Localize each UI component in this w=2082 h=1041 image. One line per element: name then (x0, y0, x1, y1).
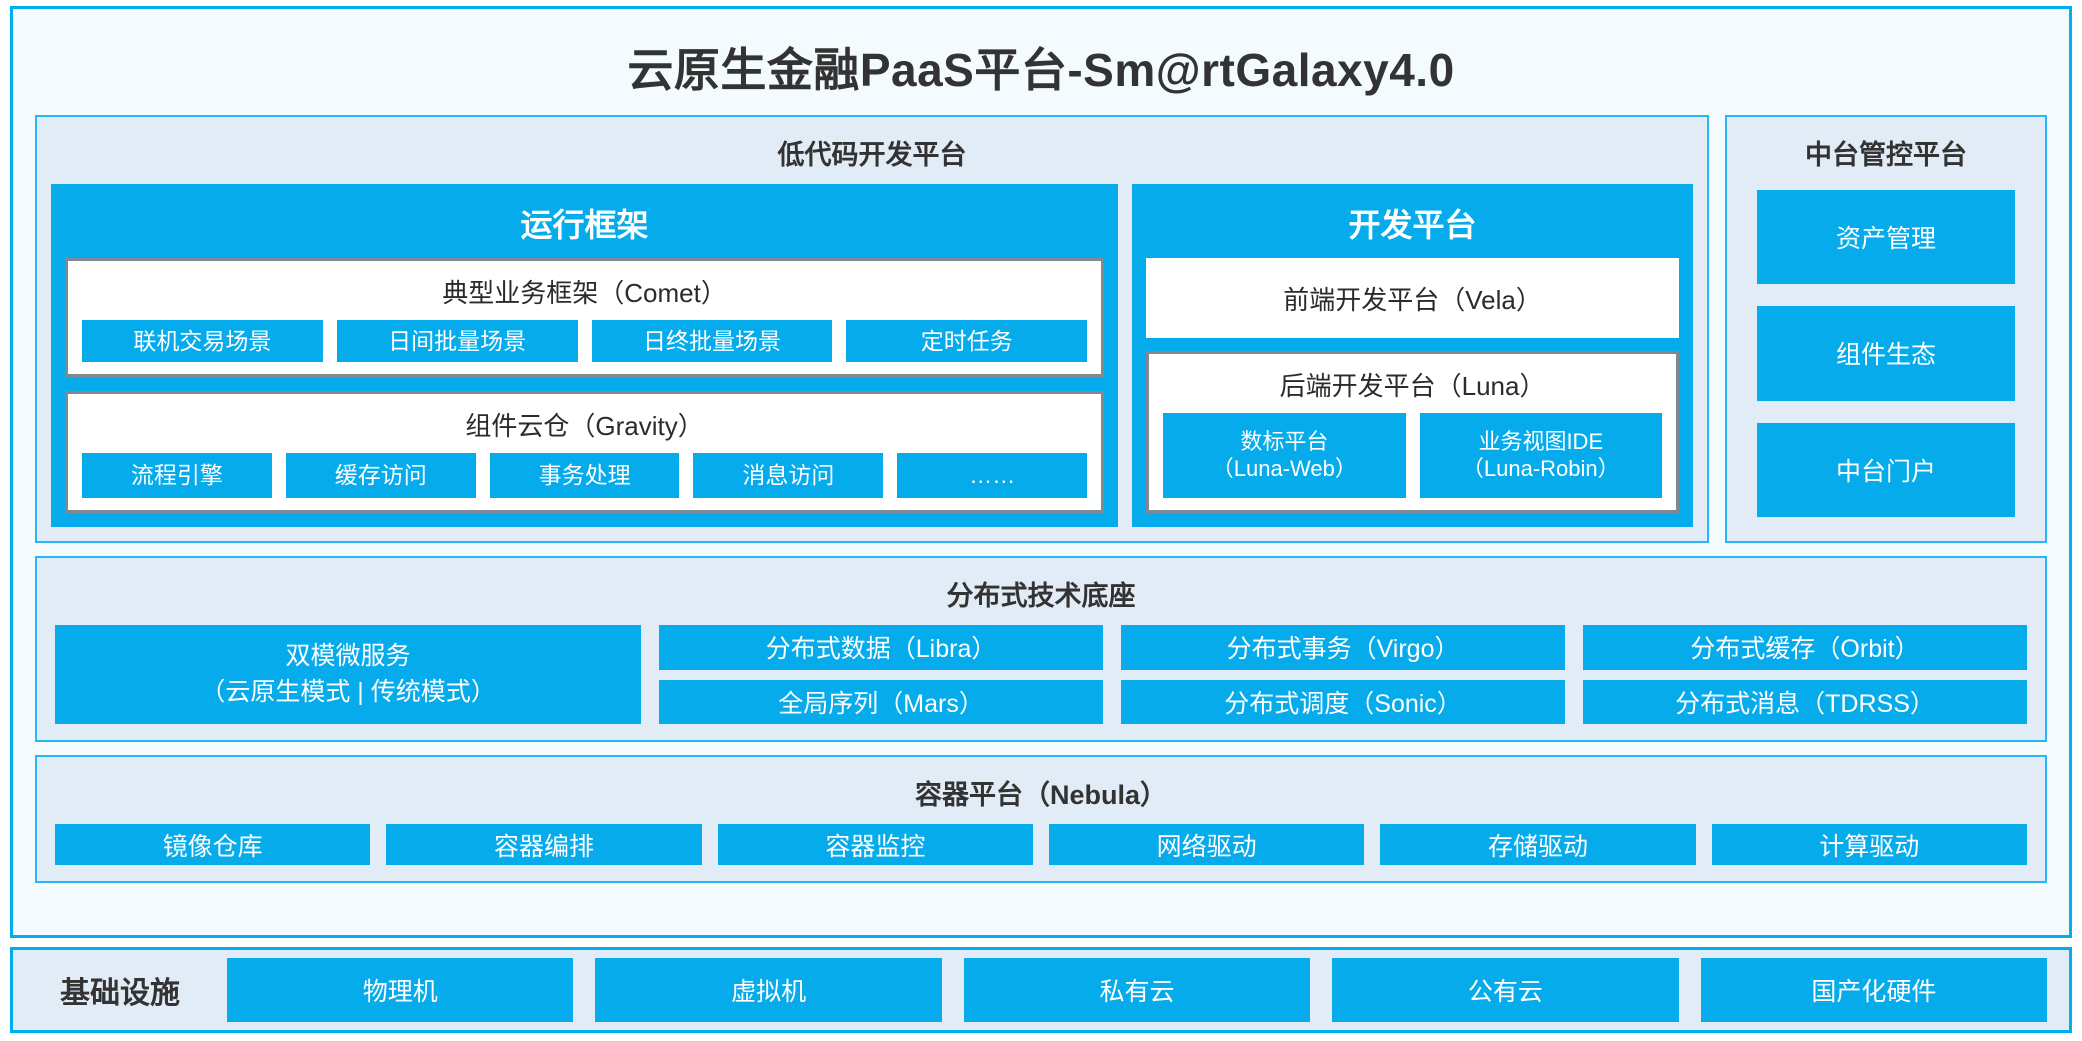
container-item-compute-driver[interactable]: 计算驱动 (1711, 824, 2027, 865)
lowcode-platform-title: 低代码开发平台 (777, 140, 967, 170)
dualmode-line1: 双模微服务 (285, 642, 411, 670)
luna-item-robin-line1: 业务视图IDE (1478, 428, 1604, 454)
comet-box: 典型业务框架（Comet） 联机交易场景 日间批量场景 日终批量场景 定时任务 (65, 258, 1105, 377)
lowcode-platform-panel: 低代码开发平台 运行框架 典型业务框架（Comet） 联机交易场景 日间批量场景 (35, 115, 1709, 543)
tech-column-3: 分布式缓存（Orbit） 分布式消息（TDRSS） (1583, 625, 2028, 724)
infra-item-domestic-hardware[interactable]: 国产化硬件 (1700, 958, 2048, 1022)
gravity-title: 组件云仓（Gravity） (465, 410, 704, 441)
comet-item[interactable]: 定时任务 (846, 320, 1088, 362)
runtime-framework-title: 运行框架 (520, 207, 649, 243)
distributed-tech-title: 分布式技术底座 (946, 581, 1136, 611)
comet-title: 典型业务框架（Comet） (442, 278, 727, 308)
tech-item-distributed-message[interactable]: 分布式消息（TDRSS） (1583, 679, 2028, 724)
backend-platform-luna-title: 后端开发平台（Luna） (1279, 371, 1546, 401)
luna-item-web[interactable]: 数标平台 （Luna-Web） (1163, 413, 1406, 498)
upper-row: 低代码开发平台 运行框架 典型业务框架（Comet） 联机交易场景 日间批量场景 (35, 115, 2047, 543)
development-platform-box: 开发平台 前端开发平台（Vela） 后端开发平台（Luna） 数标平台 （Lu (1132, 184, 1693, 527)
page-title: 云原生金融PaaS平台-Sm@rtGalaxy4.0 (627, 44, 1455, 96)
tech-item-distributed-scheduling[interactable]: 分布式调度（Sonic） (1121, 679, 1566, 724)
tech-item-global-sequence[interactable]: 全局序列（Mars） (659, 679, 1104, 724)
console-item-component-ecosystem[interactable]: 组件生态 (1757, 306, 2015, 401)
container-item-network-driver[interactable]: 网络驱动 (1048, 824, 1365, 865)
title-bar: 云原生金融PaaS平台-Sm@rtGalaxy4.0 (35, 19, 2047, 115)
container-item-orchestration[interactable]: 容器编排 (386, 824, 702, 865)
infrastructure-panel: 基础设施 物理机 虚拟机 私有云 公有云 国产化硬件 (10, 947, 2072, 1033)
console-platform-body: 资产管理 组件生态 中台门户 (1741, 184, 2031, 527)
console-item-asset-management[interactable]: 资产管理 (1757, 190, 2015, 285)
frontend-platform-vela[interactable]: 前端开发平台（Vela） (1146, 258, 1679, 338)
runtime-framework-box: 运行框架 典型业务框架（Comet） 联机交易场景 日间批量场景 日终批量场景 … (51, 184, 1119, 527)
tech-item-distributed-data[interactable]: 分布式数据（Libra） (659, 625, 1104, 670)
tech-column-1: 分布式数据（Libra） 全局序列（Mars） (659, 625, 1104, 724)
console-platform-title: 中台管控平台 (1805, 140, 1967, 170)
container-platform-title: 容器平台（Nebula） (914, 780, 1168, 810)
tech-item-dualmode-microservice[interactable]: 双模微服务 （云原生模式 | 传统模式） (55, 625, 642, 724)
gravity-item[interactable]: 消息访问 (693, 452, 884, 498)
console-platform-panel: 中台管控平台 资产管理 组件生态 中台门户 (1725, 115, 2047, 543)
container-platform-body: 镜像仓库 容器编排 容器监控 网络驱动 存储驱动 计算驱动 (51, 824, 2031, 867)
container-platform-panel: 容器平台（Nebula） 镜像仓库 容器编排 容器监控 网络驱动 存储驱动 计算… (35, 755, 2047, 883)
runtime-framework-body: 典型业务框架（Comet） 联机交易场景 日间批量场景 日终批量场景 定时任务 … (65, 258, 1105, 513)
gravity-item[interactable]: 缓存访问 (285, 452, 476, 498)
development-platform-title: 开发平台 (1348, 207, 1477, 243)
platform-main-card: 云原生金融PaaS平台-Sm@rtGalaxy4.0 低代码开发平台 运行框架 … (10, 6, 2072, 938)
luna-item-web-line1: 数标平台 (1240, 428, 1329, 454)
gravity-box: 组件云仓（Gravity） 流程引擎 缓存访问 事务处理 消息访问 …… (65, 390, 1105, 513)
gravity-item[interactable]: 流程引擎 (82, 452, 272, 498)
dualmode-line2: （云原生模式 | 传统模式） (200, 677, 496, 706)
luna-item-robin-line2: （Luna-Robin） (1461, 455, 1620, 481)
container-item-storage-driver[interactable]: 存储驱动 (1380, 824, 1696, 865)
distributed-tech-panel: 分布式技术底座 双模微服务 （云原生模式 | 传统模式） 分布式数据（Libra… (35, 556, 2047, 742)
gravity-item[interactable]: 事务处理 (489, 452, 680, 498)
tech-item-distributed-cache[interactable]: 分布式缓存（Orbit） (1583, 625, 2028, 670)
comet-item[interactable]: 日间批量场景 (336, 320, 578, 362)
gravity-chip-row: 流程引擎 缓存访问 事务处理 消息访问 …… (82, 452, 1088, 498)
infra-item-virtual-machine[interactable]: 虚拟机 (595, 958, 942, 1022)
infra-item-private-cloud[interactable]: 私有云 (963, 958, 1311, 1022)
infra-item-public-cloud[interactable]: 公有云 (1332, 958, 1679, 1022)
comet-item[interactable]: 日终批量场景 (591, 320, 833, 362)
luna-item-web-line2: （Luna-Web） (1211, 455, 1357, 481)
lowcode-platform-body: 运行框架 典型业务框架（Comet） 联机交易场景 日间批量场景 日终批量场景 … (51, 184, 1693, 527)
gravity-item-more[interactable]: …… (897, 452, 1088, 498)
development-platform-body: 前端开发平台（Vela） 后端开发平台（Luna） 数标平台 （Luna-Web… (1146, 258, 1679, 513)
tech-column-2: 分布式事务（Virgo） 分布式调度（Sonic） (1121, 625, 1566, 724)
container-item-monitoring[interactable]: 容器监控 (717, 824, 1033, 865)
infrastructure-label: 基础设施 (60, 977, 180, 1010)
distributed-tech-body: 双模微服务 （云原生模式 | 传统模式） 分布式数据（Libra） 全局序列（M… (51, 625, 2031, 726)
comet-chip-row: 联机交易场景 日间批量场景 日终批量场景 定时任务 (82, 320, 1088, 362)
infra-item-physical-machine[interactable]: 物理机 (227, 958, 574, 1022)
luna-item-robin[interactable]: 业务视图IDE （Luna-Robin） (1419, 413, 1662, 498)
backend-platform-luna-box: 后端开发平台（Luna） 数标平台 （Luna-Web） (1146, 351, 1679, 513)
container-item-image-registry[interactable]: 镜像仓库 (55, 824, 371, 865)
luna-chip-row: 数标平台 （Luna-Web） 业务视图IDE （Luna-Robin） (1163, 413, 1662, 498)
console-item-portal[interactable]: 中台门户 (1757, 422, 2015, 517)
tech-item-distributed-transaction[interactable]: 分布式事务（Virgo） (1121, 625, 1566, 670)
comet-item[interactable]: 联机交易场景 (82, 320, 323, 362)
